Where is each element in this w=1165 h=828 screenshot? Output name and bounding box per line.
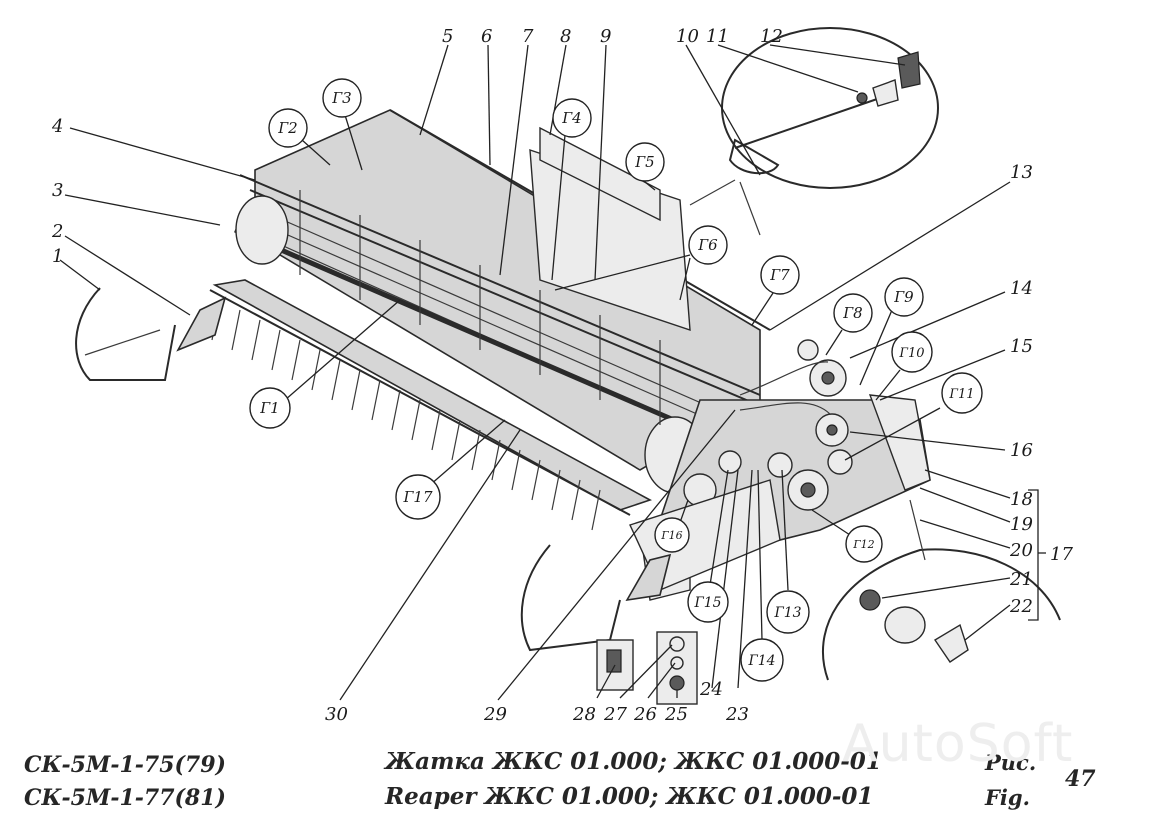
svg-text:Г3: Г3 <box>331 89 351 107</box>
figure-label-ru: Рис. <box>985 750 1037 775</box>
marker-g17: Г17 <box>395 474 441 520</box>
svg-text:Г5: Г5 <box>634 153 654 171</box>
callout-13: 13 <box>1010 162 1033 183</box>
callout-4: 4 <box>51 116 63 137</box>
svg-text:Г8: Г8 <box>842 304 862 322</box>
marker-g4: Г4 <box>552 98 592 138</box>
reaper-illustration <box>75 27 1061 705</box>
callout-11: 11 <box>706 26 729 47</box>
callout-22: 22 <box>1009 596 1033 617</box>
callout-28: 28 <box>572 704 596 725</box>
svg-text:Г9: Г9 <box>893 288 914 306</box>
svg-text:Г11: Г11 <box>948 387 974 402</box>
model-label-line-1: СК-5М-1-75(79) <box>24 752 226 778</box>
marker-g5: Г5 <box>625 142 665 182</box>
callout-2: 2 <box>51 221 63 242</box>
callout-7: 7 <box>522 26 534 47</box>
marker-g7: Г7 <box>760 255 800 295</box>
callout-8: 8 <box>560 26 571 47</box>
svg-text:Г10: Г10 <box>898 346 924 361</box>
callout-12: 12 <box>760 26 783 47</box>
callout-1: 1 <box>52 246 63 267</box>
figure-title-ru: Жатка ЖКС 01.000; ЖКС 01.000-01 <box>385 748 882 775</box>
callout-16: 16 <box>1010 440 1033 461</box>
callout-14: 14 <box>1010 278 1033 299</box>
svg-text:Г13: Г13 <box>773 605 801 621</box>
marker-g8: Г8 <box>833 293 873 333</box>
marker-g15: Г15 <box>687 581 729 623</box>
watermark-logo: AutoSoft <box>842 714 1074 774</box>
marker-g12: Г12 <box>845 525 883 563</box>
marker-g11: Г11 <box>941 372 983 414</box>
svg-text:Г2: Г2 <box>277 119 297 137</box>
svg-text:Г14: Г14 <box>747 653 775 669</box>
g-markers: Г1 Г2 Г3 Г4 Г5 Г6 Г7 Г8 Г9 Г10 Г11 Г12 Г… <box>249 78 983 682</box>
svg-text:Г16: Г16 <box>660 529 682 542</box>
callout-10: 10 <box>676 26 699 47</box>
callout-20: 20 <box>1009 540 1033 561</box>
leader-lines <box>59 44 1046 701</box>
marker-g13: Г13 <box>766 590 810 634</box>
model-label-line-2: СК-5М-1-77(81) <box>24 785 226 811</box>
callout-29: 29 <box>483 704 507 725</box>
callout-26: 26 <box>633 704 657 725</box>
callout-15: 15 <box>1010 336 1033 357</box>
callout-23: 23 <box>725 704 749 725</box>
callout-5: 5 <box>442 26 453 47</box>
callout-9: 9 <box>600 26 611 47</box>
svg-text:Г12: Г12 <box>852 538 874 551</box>
callout-17: 17 <box>1050 544 1073 565</box>
callout-25: 25 <box>664 704 688 725</box>
figure-number: 47 <box>1065 766 1096 792</box>
marker-g14: Г14 <box>740 638 784 682</box>
marker-g10: Г10 <box>891 331 933 373</box>
svg-text:Г17: Г17 <box>402 488 432 506</box>
svg-text:Г4: Г4 <box>561 109 581 127</box>
marker-g9: Г9 <box>884 277 924 317</box>
marker-g16: Г16 <box>654 517 690 553</box>
callout-24: 24 <box>699 679 723 700</box>
figure-label-en: Fig. <box>985 785 1030 810</box>
svg-text:Г6: Г6 <box>697 236 718 254</box>
svg-text:Г15: Г15 <box>693 595 721 611</box>
figure-title-en: Reaper ЖКС 01.000; ЖКС 01.000-01 <box>385 783 874 810</box>
callout-6: 6 <box>481 26 492 47</box>
callout-21: 21 <box>1009 569 1033 590</box>
svg-text:Г1: Г1 <box>259 399 279 417</box>
marker-g6: Г6 <box>688 225 728 265</box>
callout-18: 18 <box>1010 489 1033 510</box>
callout-27: 27 <box>603 704 627 725</box>
callout-30: 30 <box>325 704 348 725</box>
callout-3: 3 <box>52 180 63 201</box>
marker-g1: Г1 <box>249 387 291 429</box>
svg-text:Г7: Г7 <box>769 266 790 284</box>
callout-19: 19 <box>1010 514 1033 535</box>
part-callouts: 1 2 3 4 5 6 7 8 9 10 11 12 13 14 15 16 1… <box>51 26 1073 725</box>
marker-g2: Г2 <box>268 108 308 148</box>
marker-g3: Г3 <box>322 78 362 118</box>
